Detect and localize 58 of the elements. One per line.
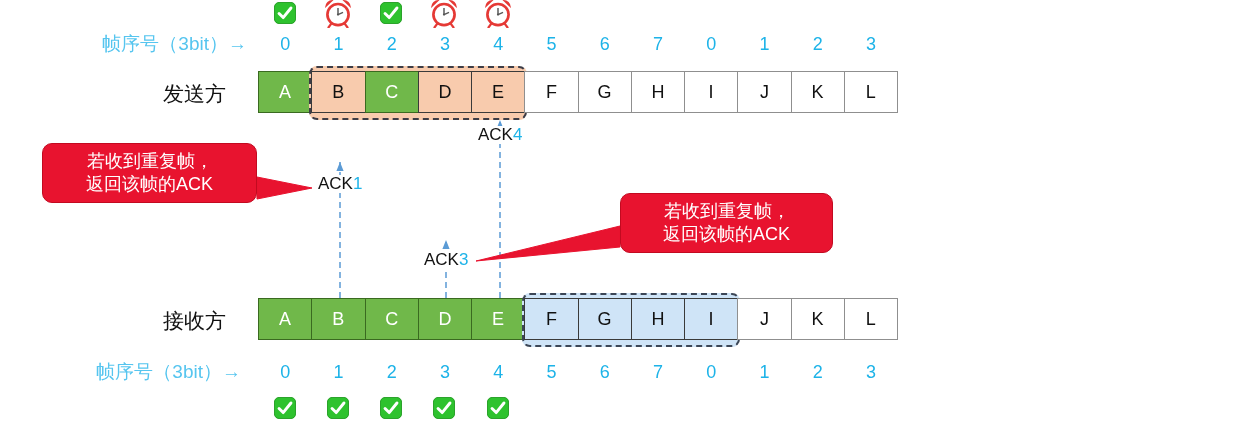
frame-number: 0 [280, 362, 291, 382]
frame-cell: F [524, 71, 579, 113]
frame-cell: H [630, 71, 685, 113]
frame-cell: G [577, 71, 632, 113]
edge-label: ACK1 [317, 175, 364, 193]
frame-cell: K [790, 71, 845, 113]
row-label: 发送方 [163, 80, 226, 106]
frame-number: 1 [759, 362, 770, 382]
arrow [496, 119, 504, 299]
frame-cell: L [843, 298, 898, 340]
frame-number: 4 [493, 34, 504, 54]
frame-cell: J [737, 71, 792, 113]
frame-number: 2 [812, 362, 823, 382]
frame-cell: G [577, 298, 632, 340]
callout-box: 若收到重复帧，返回该帧的ACK [620, 193, 833, 253]
callout-pointer [475, 225, 621, 262]
arrow [336, 161, 344, 299]
callout-box: 若收到重复帧，返回该帧的ACK [42, 143, 257, 203]
frame-cell: D [417, 71, 472, 113]
frame-cell: H [630, 298, 685, 340]
frame-number: 0 [706, 362, 717, 382]
frame-cell: F [524, 298, 579, 340]
edge-label: ACK3 [423, 251, 470, 269]
frame-number: 1 [759, 34, 770, 54]
callout-pointer [256, 176, 313, 200]
frame-cell: I [684, 71, 739, 113]
frame-cell: C [364, 298, 419, 340]
frame-cell: B [311, 298, 366, 340]
frame-number: 4 [493, 362, 504, 382]
frame-number: 2 [386, 34, 397, 54]
row-label: 接收方 [163, 307, 226, 333]
frame-number: 1 [333, 362, 344, 382]
frame-number: 7 [652, 34, 663, 54]
frame-number: 6 [599, 362, 610, 382]
sliding-window [309, 66, 527, 120]
sliding-window [522, 293, 740, 347]
frame-number: 3 [439, 362, 450, 382]
sequence-number-label: 帧序号（3bit）→ [96, 360, 241, 384]
frame-number: 0 [706, 34, 717, 54]
frame-number: 1 [333, 34, 344, 54]
frame-cell: C [364, 71, 419, 113]
frame-number: 0 [280, 34, 291, 54]
frame-number: 5 [546, 362, 557, 382]
frame-number: 3 [865, 362, 876, 382]
frame-number: 2 [386, 362, 397, 382]
frame-number: 2 [812, 34, 823, 54]
frame-number: 6 [599, 34, 610, 54]
frame-number: 5 [546, 34, 557, 54]
frame-cell: A [258, 298, 313, 340]
frame-number: 3 [439, 34, 450, 54]
frame-number: 7 [652, 362, 663, 382]
sequence-number-label: 帧序号（3bit）→ [102, 32, 247, 56]
frame-cell: K [790, 298, 845, 340]
frame-cell: J [737, 298, 792, 340]
frame-number: 3 [865, 34, 876, 54]
edge-label: ACK4 [477, 126, 524, 144]
frame-cell: D [417, 298, 472, 340]
frame-cell: L [843, 71, 898, 113]
